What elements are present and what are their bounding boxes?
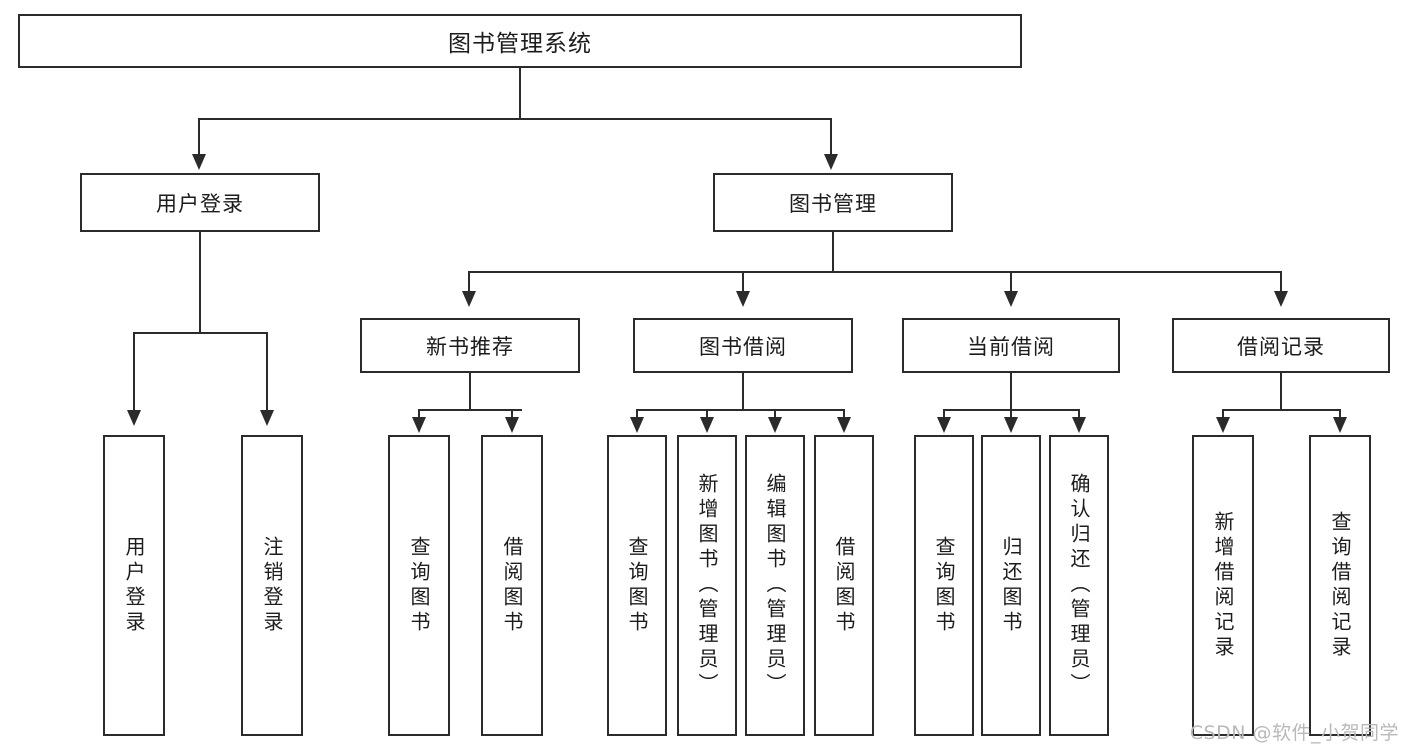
csdn-watermark: CSDN @软件_小贺同学 — [1189, 722, 1399, 744]
connector-root-bar — [198, 118, 832, 120]
arrow-to-user-login — [192, 154, 206, 170]
connector-bb-stem — [742, 373, 744, 410]
node-book-manage-label: 图书管理 — [789, 191, 877, 216]
leaf-user-login-label: 用户登录 — [122, 535, 146, 636]
arrow-to-borrow-record — [1274, 291, 1288, 307]
connector-bm-drop-1 — [468, 271, 470, 293]
leaf-query-book-1-label: 查询图书 — [407, 535, 431, 636]
leaf-edit-book[interactable]: 编辑图书（管理员） — [745, 435, 805, 736]
leaf-confirm-return-label: 确认归还（管理员） — [1067, 473, 1091, 698]
connector-bb-drop-3 — [774, 409, 776, 419]
connector-nbr-drop-1 — [418, 409, 420, 419]
arrow-to-leaf-return-book — [1004, 417, 1018, 433]
node-book-manage[interactable]: 图书管理 — [713, 173, 953, 232]
leaf-query-book-2-label: 查询图书 — [625, 535, 649, 636]
leaf-return-book[interactable]: 归还图书 — [981, 435, 1041, 736]
connector-book-manage-bar — [468, 271, 1280, 273]
leaf-logout-login[interactable]: 注销登录 — [241, 435, 303, 736]
leaf-query-record-label: 查询借阅记录 — [1328, 510, 1352, 661]
arrow-to-leaf-borrow-book-1 — [505, 417, 519, 433]
connector-cb-stem — [1010, 373, 1012, 410]
node-root-label: 图书管理系统 — [448, 31, 592, 57]
node-book-borrow[interactable]: 图书借阅 — [633, 318, 853, 373]
node-current-borrow[interactable]: 当前借阅 — [902, 318, 1120, 373]
node-borrow-record-label: 借阅记录 — [1237, 334, 1325, 359]
connector-bb-drop-4 — [843, 409, 845, 419]
connector-user-login-drop-1 — [133, 332, 135, 412]
connector-br-bar — [1222, 409, 1340, 411]
node-root[interactable]: 图书管理系统 — [18, 14, 1022, 68]
arrow-to-leaf-add-book — [700, 417, 714, 433]
leaf-borrow-book-2-label: 借阅图书 — [832, 535, 856, 636]
arrow-to-leaf-query-record — [1333, 417, 1347, 433]
leaf-add-book-label: 新增图书（管理员） — [695, 473, 719, 698]
connector-nbr-bar — [418, 409, 522, 411]
leaf-borrow-book-1[interactable]: 借阅图书 — [481, 435, 543, 736]
connector-bm-drop-4 — [1280, 271, 1282, 293]
leaf-query-book-2[interactable]: 查询图书 — [607, 435, 667, 736]
connector-user-login-bar — [133, 332, 268, 334]
connector-cb-drop-2 — [1010, 409, 1012, 419]
leaf-add-book[interactable]: 新增图书（管理员） — [677, 435, 737, 736]
connector-book-manage-stem — [832, 232, 834, 272]
connector-bb-drop-1 — [636, 409, 638, 419]
node-new-book-recommend-label: 新书推荐 — [426, 334, 514, 359]
leaf-query-book-1[interactable]: 查询图书 — [388, 435, 450, 736]
leaf-edit-book-label: 编辑图书（管理员） — [763, 473, 787, 698]
arrow-to-book-borrow — [736, 291, 750, 307]
node-new-book-recommend[interactable]: 新书推荐 — [360, 318, 580, 373]
connector-bb-bar — [636, 409, 844, 411]
leaf-user-login[interactable]: 用户登录 — [103, 435, 165, 736]
leaf-return-book-label: 归还图书 — [999, 535, 1023, 636]
leaf-borrow-book-1-label: 借阅图书 — [500, 535, 524, 636]
connector-br-stem — [1280, 373, 1282, 410]
arrow-to-current-borrow — [1004, 291, 1018, 307]
connector-root-drop-right — [830, 118, 832, 156]
leaf-logout-login-label: 注销登录 — [260, 535, 284, 636]
connector-br-drop-2 — [1339, 409, 1341, 419]
connector-bm-drop-2 — [742, 271, 744, 293]
node-book-borrow-label: 图书借阅 — [699, 334, 787, 359]
connector-user-login-stem — [199, 232, 201, 333]
leaf-add-record-label: 新增借阅记录 — [1211, 510, 1235, 661]
connector-cb-drop-1 — [943, 409, 945, 419]
arrow-to-leaf-edit-book — [768, 417, 782, 433]
leaf-add-record[interactable]: 新增借阅记录 — [1192, 435, 1254, 736]
node-user-login[interactable]: 用户登录 — [80, 173, 320, 232]
connector-root-drop-left — [198, 118, 200, 156]
connector-bm-drop-3 — [1010, 271, 1012, 293]
node-borrow-record[interactable]: 借阅记录 — [1172, 318, 1390, 373]
leaf-query-book-3-label: 查询图书 — [932, 535, 956, 636]
arrow-to-book-manage — [824, 154, 838, 170]
arrow-to-leaf-add-record — [1216, 417, 1230, 433]
connector-nbr-stem — [469, 373, 471, 410]
arrow-to-leaf-query-book-3 — [937, 417, 951, 433]
leaf-confirm-return[interactable]: 确认归还（管理员） — [1049, 435, 1109, 736]
connector-br-drop-1 — [1222, 409, 1224, 419]
connector-user-login-drop-2 — [266, 332, 268, 412]
arrow-to-leaf-borrow-book-2 — [837, 417, 851, 433]
leaf-borrow-book-2[interactable]: 借阅图书 — [814, 435, 874, 736]
connector-cb-drop-3 — [1078, 409, 1080, 419]
arrow-to-new-book-recommend — [462, 291, 476, 307]
arrow-to-leaf-query-book-2 — [630, 417, 644, 433]
arrow-to-leaf-user-login — [127, 410, 141, 426]
node-current-borrow-label: 当前借阅 — [967, 334, 1055, 359]
leaf-query-record[interactable]: 查询借阅记录 — [1309, 435, 1371, 736]
arrow-to-leaf-logout-login — [260, 410, 274, 426]
arrow-to-leaf-query-book-1 — [412, 417, 426, 433]
connector-bb-drop-2 — [706, 409, 708, 419]
node-user-login-label: 用户登录 — [156, 191, 244, 216]
connector-nbr-drop-2 — [511, 409, 513, 419]
connector-root-stem — [519, 68, 521, 119]
arrow-to-leaf-confirm-return — [1072, 417, 1086, 433]
leaf-query-book-3[interactable]: 查询图书 — [914, 435, 974, 736]
